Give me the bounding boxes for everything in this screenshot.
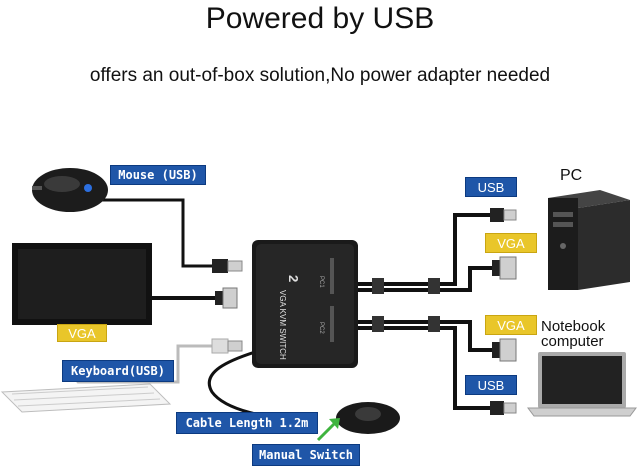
pc-vga-tag: VGA: [485, 233, 537, 253]
monitor-vga-tag: VGA: [57, 324, 107, 342]
vga-plug-icon: [492, 256, 517, 280]
pc-vga-cable: [354, 266, 494, 292]
switch-port-2: PC2: [318, 322, 324, 334]
usb-plug-icon: [211, 338, 243, 354]
monitor-icon: [12, 243, 152, 333]
mouse-icon: [32, 168, 108, 212]
mouse-usb-tag: Mouse (USB): [110, 165, 206, 185]
usb-plug-icon: [490, 401, 517, 415]
notebook-icon: [527, 352, 637, 417]
page-subtitle: offers an out-of-box solution,No power a…: [89, 65, 551, 86]
pc-usb-cable: [354, 213, 492, 286]
pc-tower-icon: [548, 190, 630, 290]
mouse-cable: [96, 198, 215, 268]
keyboard-cable: [76, 344, 215, 384]
kvm-switch-box: 2 VGA KVM SWITCH PC1 PC2: [252, 240, 358, 368]
keyboard-usb-tag: Keyboard(USB): [62, 360, 174, 382]
keyboard-icon: [0, 383, 172, 413]
switch-brand-text: VGA KVM SWITCH: [278, 290, 287, 360]
notebook-label-line2: computer: [541, 333, 604, 350]
page-title: Powered by USB: [205, 2, 435, 35]
notebook-usb-tag: USB: [465, 375, 517, 395]
switch-brand-number: 2: [286, 275, 301, 282]
cable-length-tag: Cable Length 1.2m: [176, 412, 318, 434]
green-arrow-icon: [316, 418, 340, 442]
ferrite-core: [428, 316, 440, 332]
ferrite-core: [372, 316, 384, 332]
notebook-vga-tag: VGA: [485, 315, 537, 335]
monitor-cable: [148, 288, 217, 300]
notebook-usb-cable: [354, 326, 492, 410]
pc-usb-tag: USB: [465, 177, 517, 197]
notebook-label-line1: Notebook: [541, 318, 606, 335]
usb-plug-icon: [490, 208, 517, 222]
vga-plug-icon: [492, 338, 517, 362]
notebook-vga-cable: [354, 320, 494, 352]
manual-switch-tag: Manual Switch: [252, 444, 360, 466]
switch-port-1: PC1: [318, 276, 324, 288]
vga-plug-icon: [215, 287, 238, 309]
usb-plug-icon: [212, 259, 243, 273]
pc-label: PC: [560, 167, 583, 184]
ferrite-core: [372, 278, 384, 294]
ferrite-core: [428, 278, 440, 294]
manual-switch-button-icon: [336, 402, 400, 434]
